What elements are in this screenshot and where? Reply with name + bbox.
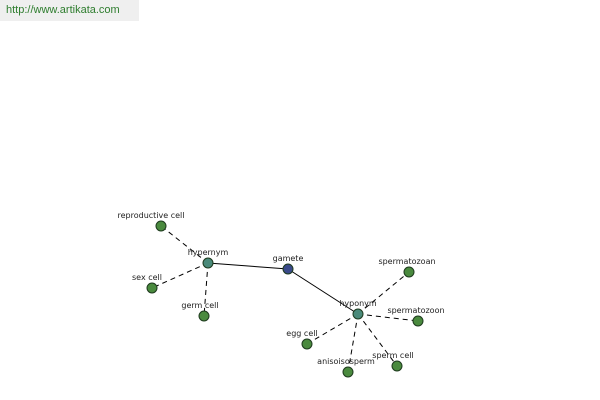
- gamete-node[interactable]: [282, 263, 294, 275]
- edge-hyponym-spermatozoon: [357, 313, 419, 322]
- germ-cell-node[interactable]: [198, 310, 210, 322]
- sex-cell-label[interactable]: sex cell: [132, 273, 162, 282]
- edge-gamete-hypernym: [207, 262, 289, 270]
- egg-cell-label[interactable]: egg cell: [286, 329, 317, 338]
- edge-hyponym-spermatozoan: [357, 271, 410, 315]
- hypernym-node[interactable]: [202, 257, 214, 269]
- spermatozoon-node[interactable]: [412, 315, 424, 327]
- edge-hyponym-anisoisosperm: [347, 313, 359, 373]
- edge-hypernym-sex-cell: [151, 262, 209, 289]
- sperm-cell-node[interactable]: [391, 360, 403, 372]
- edge-hypernym-reproductive-cell: [160, 225, 209, 264]
- germ-cell-label[interactable]: germ cell: [181, 301, 218, 310]
- reproductive-cell-node[interactable]: [155, 220, 167, 232]
- anisoisosperm-label[interactable]: anisoisosperm: [317, 357, 375, 366]
- edge-gamete-hyponym: [287, 268, 359, 315]
- gamete-label[interactable]: gamete: [273, 254, 304, 263]
- spermatozoan-label[interactable]: spermatozoan: [378, 257, 435, 266]
- anisoisosperm-node[interactable]: [342, 366, 354, 378]
- reproductive-cell-label[interactable]: reproductive cell: [118, 211, 185, 220]
- spermatozoan-node[interactable]: [403, 266, 415, 278]
- hyponym-node[interactable]: [352, 308, 364, 320]
- url-bar: http://www.artikata.com: [0, 0, 139, 21]
- graph-edges: [151, 225, 419, 373]
- site-url-link[interactable]: http://www.artikata.com: [6, 4, 120, 16]
- hypernym-label[interactable]: hypernym: [188, 248, 229, 257]
- hyponym-label[interactable]: hyponym: [339, 299, 377, 308]
- edge-hyponym-sperm-cell: [357, 313, 398, 367]
- spermatozoon-label[interactable]: spermatozoon: [387, 306, 444, 315]
- sex-cell-node[interactable]: [146, 282, 158, 294]
- graph-labels: gamete hypernym hyponym reproductive cell se…: [118, 211, 445, 366]
- graph-nodes: [146, 220, 424, 378]
- edge-hyponym-egg-cell: [306, 313, 359, 345]
- egg-cell-node[interactable]: [301, 338, 313, 350]
- sperm-cell-label[interactable]: sperm cell: [372, 351, 413, 360]
